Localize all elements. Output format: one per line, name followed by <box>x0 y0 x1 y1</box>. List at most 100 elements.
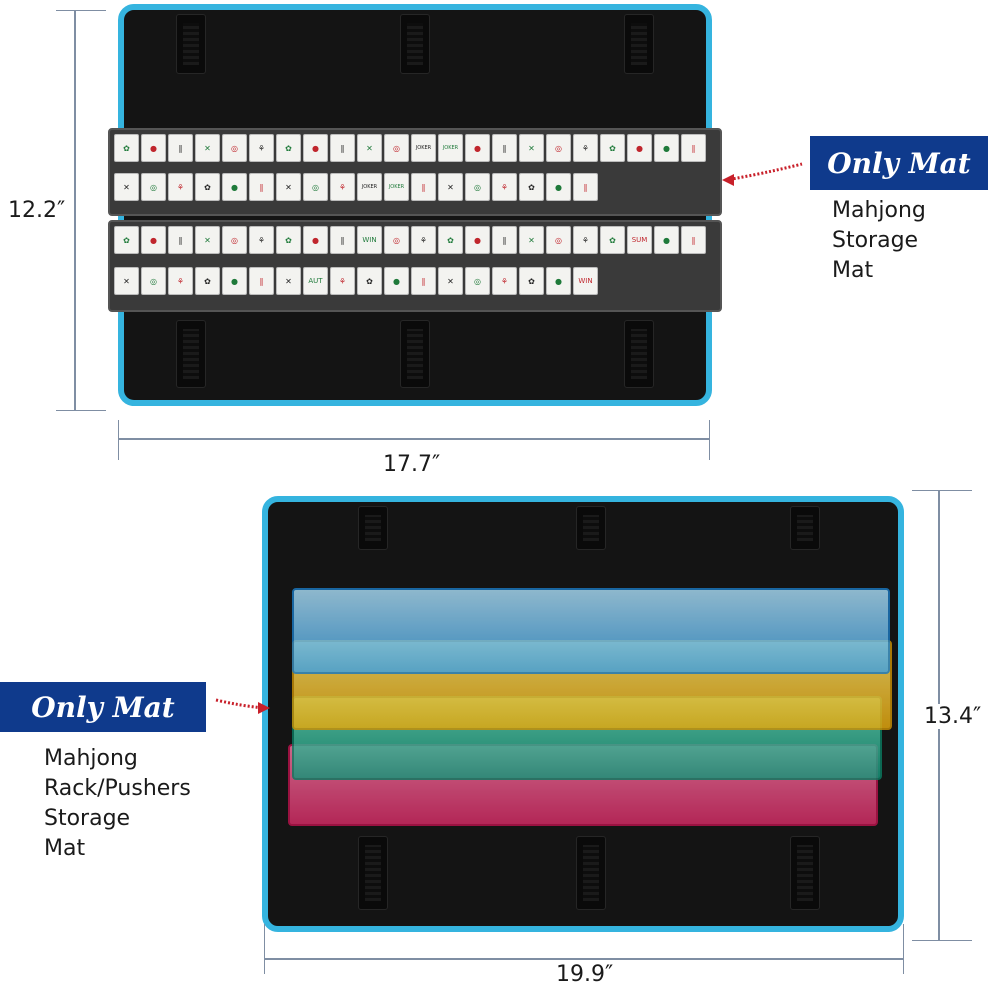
arrow-icon <box>722 162 803 186</box>
caption-line: Rack/Pushers <box>44 776 191 801</box>
mahjong-tile: JOKER <box>438 134 463 162</box>
mahjong-tile: ✕ <box>438 173 463 201</box>
width-dimension-line <box>264 958 904 960</box>
caption-line: Mahjong <box>832 198 926 223</box>
mahjong-tile: ✿ <box>195 267 220 295</box>
mahjong-tile: ✕ <box>114 267 139 295</box>
mat-strap <box>176 14 206 74</box>
mahjong-tile: SUM <box>627 226 652 254</box>
mahjong-tile: ∥ <box>168 226 193 254</box>
mat-strap <box>576 836 606 910</box>
caption-line: Mahjong <box>44 746 138 771</box>
mahjong-tile: ✿ <box>519 267 544 295</box>
mahjong-tile: ∥ <box>330 134 355 162</box>
mahjong-tile: ✿ <box>114 134 139 162</box>
mahjong-tile: ✿ <box>600 134 625 162</box>
mat-strap <box>400 320 430 388</box>
mahjong-tile: ◎ <box>141 173 166 201</box>
mahjong-tile: ⚘ <box>492 173 517 201</box>
mahjong-tile: ⚘ <box>249 134 274 162</box>
mahjong-tile: JOKER <box>384 173 409 201</box>
mahjong-tile: ∥ <box>492 134 517 162</box>
mahjong-tile: ◎ <box>303 173 328 201</box>
mat-strap <box>176 320 206 388</box>
mat-strap <box>358 836 388 910</box>
mahjong-tile: ✿ <box>276 134 301 162</box>
mahjong-tile: ◎ <box>222 134 247 162</box>
mahjong-tile: ◎ <box>546 134 571 162</box>
mahjong-tile: ∥ <box>249 267 274 295</box>
mahjong-tile: ∥ <box>681 134 706 162</box>
mahjong-tile: ✿ <box>519 173 544 201</box>
mat-strap <box>790 836 820 910</box>
mahjong-tile: ✕ <box>276 267 301 295</box>
caption-line: Storage <box>832 228 919 253</box>
dimension-tick <box>912 940 972 941</box>
mahjong-tile: ✿ <box>276 226 301 254</box>
mahjong-tile: ✿ <box>600 226 625 254</box>
mahjong-tile: ● <box>141 134 166 162</box>
mahjong-tile: ∥ <box>168 134 193 162</box>
caption-line: Storage <box>44 806 131 831</box>
mahjong-tile: ⚘ <box>411 226 436 254</box>
mahjong-tile: ⚘ <box>168 267 193 295</box>
mahjong-tile: ● <box>465 226 490 254</box>
mahjong-tile: ∥ <box>573 173 598 201</box>
mat-strap <box>624 320 654 388</box>
mahjong-tile: JOKER <box>411 134 436 162</box>
mahjong-tile: ⚘ <box>573 226 598 254</box>
only-mat-badge: Only Mat <box>810 136 988 190</box>
dimension-tick <box>264 924 265 974</box>
mahjong-tile: ◎ <box>465 267 490 295</box>
mahjong-tile: ✕ <box>195 134 220 162</box>
mahjong-tile: ● <box>465 134 490 162</box>
mahjong-tile: ⚘ <box>573 134 598 162</box>
mahjong-tile: ⚘ <box>249 226 274 254</box>
dimension-tick <box>118 420 119 460</box>
caption-line: Mat <box>832 258 874 283</box>
mahjong-tile: ✕ <box>357 134 382 162</box>
mahjong-tile: ◎ <box>465 173 490 201</box>
dimension-tick <box>56 410 106 411</box>
height-label: 13.4″ <box>924 704 982 729</box>
mahjong-tile: ● <box>222 173 247 201</box>
mat-strap <box>624 14 654 74</box>
mahjong-tile: ◎ <box>141 267 166 295</box>
tile-rack-lower: ✿●∥✕◎⚘✿●∥WIN◎⚘✿●∥✕◎⚘✿SUM●∥✕◎⚘✿●∥✕AUT⚘✿●∥… <box>108 220 722 312</box>
mat-strap <box>790 506 820 550</box>
mahjong-tile: ● <box>384 267 409 295</box>
mahjong-tile: ∥ <box>411 173 436 201</box>
caption: Mahjong Storage Mat <box>832 196 926 286</box>
mahjong-tile: ✕ <box>519 134 544 162</box>
pusher-blue <box>292 588 890 674</box>
mahjong-tile: ◎ <box>384 134 409 162</box>
dimension-tick <box>56 10 106 11</box>
mat-strap <box>576 506 606 550</box>
mahjong-tile: ∥ <box>330 226 355 254</box>
mahjong-tile: ● <box>654 226 679 254</box>
mahjong-tile: ⚘ <box>330 267 355 295</box>
mahjong-tile: JOKER <box>357 173 382 201</box>
only-mat-badge: Only Mat <box>0 682 206 732</box>
mahjong-tile: ● <box>546 173 571 201</box>
mahjong-tile: ◎ <box>222 226 247 254</box>
width-dimension-line <box>118 438 710 440</box>
mahjong-tile: ✕ <box>519 226 544 254</box>
mahjong-tile: ◎ <box>384 226 409 254</box>
mahjong-tile: ● <box>654 134 679 162</box>
mahjong-tile: ⚘ <box>492 267 517 295</box>
mahjong-tile: ✿ <box>114 226 139 254</box>
mahjong-tile: ∥ <box>681 226 706 254</box>
mahjong-tile: ◎ <box>546 226 571 254</box>
dimension-tick <box>912 490 972 491</box>
mahjong-tile: ✕ <box>114 173 139 201</box>
caption: Mahjong Rack/Pushers Storage Mat <box>44 744 191 864</box>
mahjong-tile: ✿ <box>438 226 463 254</box>
mahjong-tile: ● <box>627 134 652 162</box>
dimension-tick <box>709 420 710 460</box>
arrow-icon <box>215 698 270 714</box>
mahjong-tile: ● <box>303 134 328 162</box>
width-label: 19.9″ <box>552 962 618 987</box>
mahjong-tile: ∥ <box>492 226 517 254</box>
